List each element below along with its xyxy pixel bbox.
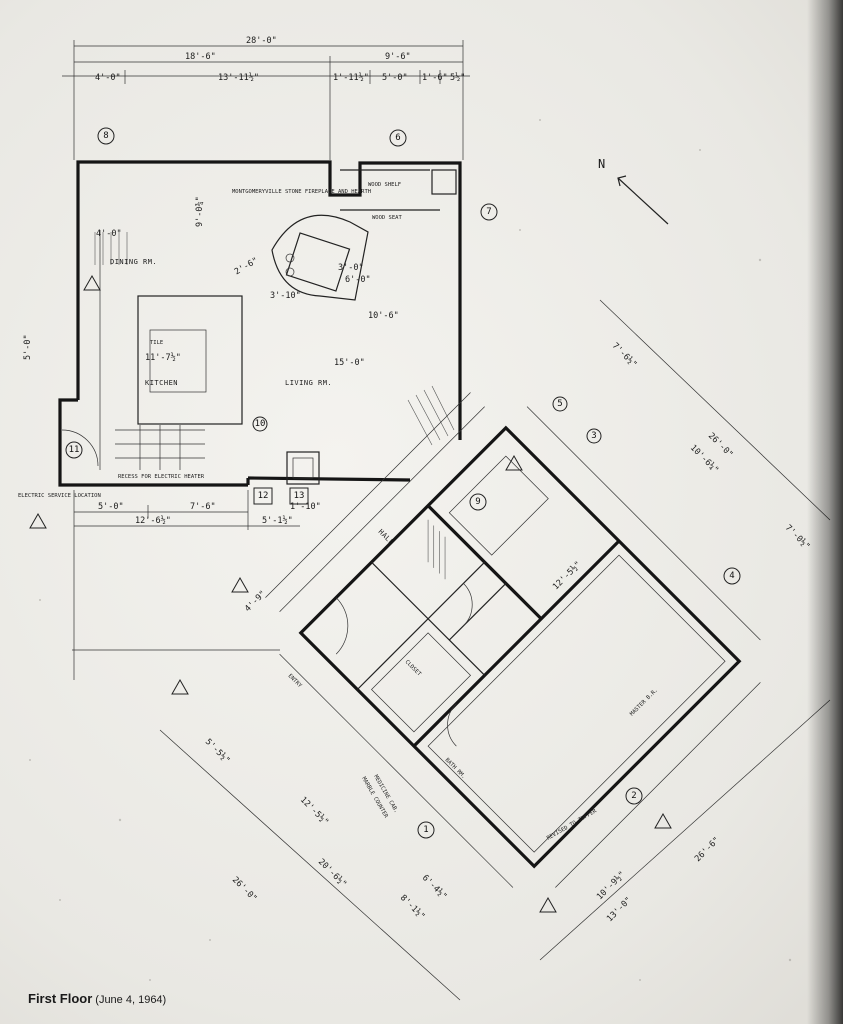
marker-5: 5 xyxy=(557,399,562,409)
room-bath: BATH RM. xyxy=(444,757,467,780)
dim-wing-a: 7'-6½" xyxy=(610,340,639,369)
revision-triangles xyxy=(29,274,672,913)
room-hall: HALL xyxy=(377,528,396,547)
marker-11: 11 xyxy=(69,445,80,455)
dim-fire-b: 3'-10" xyxy=(270,291,301,301)
dim-wing-b: 26'-0" xyxy=(706,431,735,460)
dim-wing-f: 26'-0" xyxy=(230,875,259,904)
wing-dimension-lines xyxy=(72,299,831,1001)
markers: 8 6 7 10 11 12 13 9 5 3 4 1 2 xyxy=(65,127,741,839)
marker-2: 2 xyxy=(631,791,636,801)
dim-wing-n: 4'-9" xyxy=(243,589,268,614)
dim-wing-h: 12'-5½" xyxy=(298,794,331,827)
dim-bottom-d: 5'-1½" xyxy=(262,515,293,526)
main-block: DINING RM. KITCHEN LIVING RM. TILE MONTG… xyxy=(18,160,462,499)
marker-7: 7 xyxy=(486,207,491,217)
dim-wing-i: 6'-4½" xyxy=(420,872,449,901)
dim-wing-l: 13'-0" xyxy=(605,895,634,924)
dim-living-width: 15'-0" xyxy=(334,358,365,368)
dim-wing-e: 12'-5½" xyxy=(550,559,583,592)
dim-seg-e: 1'-6" xyxy=(422,73,448,83)
marker-13: 13 xyxy=(294,491,305,501)
dim-dining-left: 4'-0" xyxy=(96,229,122,239)
basement-stair xyxy=(115,425,205,470)
dim-kitchen-width: 11'-7½" xyxy=(145,352,181,363)
caption-title: First Floor xyxy=(28,991,93,1006)
dim-living-inner: 10'-6" xyxy=(368,311,399,321)
dim-fire-c: 3'-0" xyxy=(338,263,364,273)
dim-seg-d: 5'-0" xyxy=(382,73,408,83)
dim-seg-b: 13'-11½" xyxy=(218,72,259,83)
dim-wing-o: 5'-5½" xyxy=(203,736,232,765)
marker-6: 6 xyxy=(395,133,400,143)
dim-seg-c: 1'-11½" xyxy=(333,72,369,83)
room-closet: CLOSET xyxy=(404,659,423,678)
marker-12: 12 xyxy=(258,491,269,501)
room-dining: DINING RM. xyxy=(110,258,157,266)
dim-wing-j: 8'-1½" xyxy=(398,892,427,921)
dim-bottom-a: 5'-0" xyxy=(98,502,124,512)
marker-4: 4 xyxy=(729,571,734,581)
dim-top-left: 18'-6" xyxy=(185,52,216,62)
dim-seg-f: 5½" xyxy=(450,72,465,83)
marker-1: 1 xyxy=(423,825,428,835)
dim-wing-m: 26'-6" xyxy=(693,835,722,864)
room-living: LIVING RM. xyxy=(285,379,332,387)
note-revised: REVISED TO TUFFER xyxy=(546,808,598,842)
marker-3: 3 xyxy=(591,431,596,441)
dim-fire-a: 2'-6" xyxy=(233,256,260,277)
dim-seg-a: 4'-0" xyxy=(95,73,121,83)
note-recess: RECESS FOR ELECTRIC HEATER xyxy=(118,474,205,480)
marker-9: 9 xyxy=(475,497,480,507)
bottom-dimensions: 5'-0" 7'-6" 12'-6½" 5'-1½" 1'-10" xyxy=(73,490,321,680)
room-master: MASTER B.R. xyxy=(629,687,659,717)
marker-8: 8 xyxy=(103,131,108,141)
room-kitchen: KITCHEN xyxy=(145,379,178,387)
dim-top-right: 9'-6" xyxy=(385,52,411,62)
dim-bottom-e: 1'-10" xyxy=(290,502,321,512)
dim-overall-width: 28'-0" xyxy=(246,36,277,46)
caption: First Floor(June 4, 1964) xyxy=(28,990,166,1008)
room-tile: TILE xyxy=(150,340,163,346)
note-wood-shelf: WOOD SHELF xyxy=(368,182,401,188)
dim-bottom-c: 12'-6½" xyxy=(135,515,171,526)
room-entry: ENTRY xyxy=(287,673,303,689)
dim-left-a: 5'-0" xyxy=(23,334,33,360)
bedroom-wing xyxy=(265,392,761,888)
dim-fire-d: 6'-0" xyxy=(345,275,371,285)
page-edge-shadow xyxy=(807,0,843,1024)
dim-dining-height: 9'-0¾" xyxy=(195,196,205,227)
paper-specks xyxy=(29,119,792,981)
marker-10: 10 xyxy=(255,419,266,429)
note-wood-seat: WOOD SEAT xyxy=(372,215,402,221)
caption-date: (June 4, 1964) xyxy=(95,994,167,1006)
dim-wing-k: 10'-9½" xyxy=(594,869,627,902)
north-label: N xyxy=(598,157,605,171)
note-electric: ELECTRIC SERVICE LOCATION xyxy=(18,493,101,499)
note-fireplace: MONTGOMERYVILLE STONE FIREPLACE AND HEAR… xyxy=(232,189,371,195)
dining-hatching xyxy=(94,232,455,446)
dim-wing-c: 10'-6¼" xyxy=(688,443,720,475)
north-arrow: N xyxy=(598,157,669,225)
top-dimensions: 28'-0" 18'-6" 9'-6" 4'-0" 13'-11½" 1'-11… xyxy=(62,36,470,160)
dim-wing-g: 20'-6½" xyxy=(316,856,349,889)
dim-bottom-b: 7'-6" xyxy=(190,502,216,512)
